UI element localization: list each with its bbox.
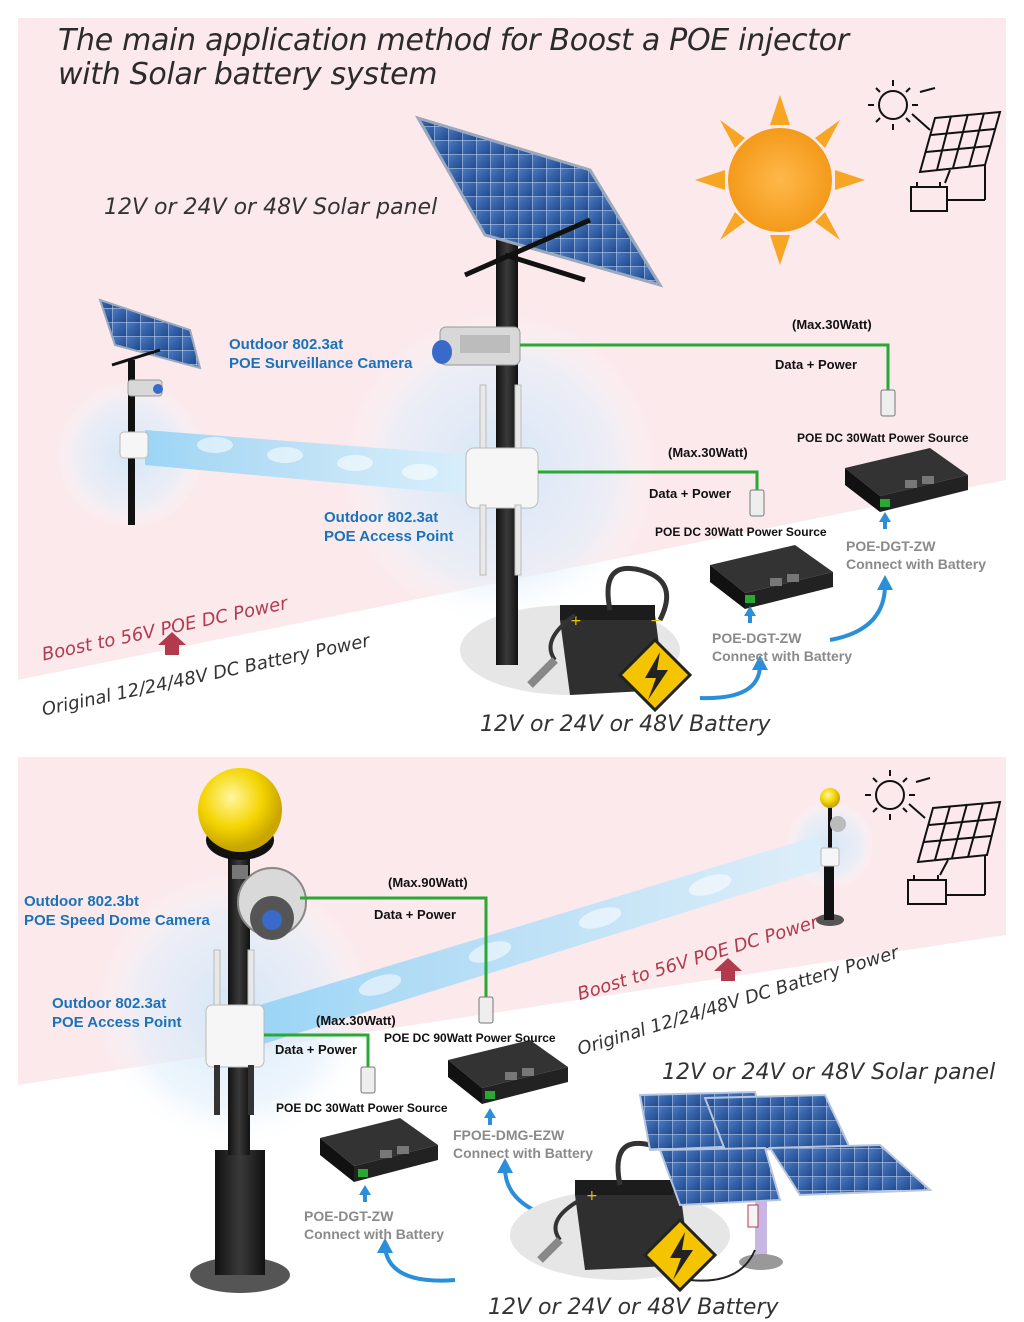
solar-panel-label-bottom: 12V or 24V or 48V Solar panel [662, 1060, 996, 1085]
dome-data-power: Data + Power [374, 907, 457, 922]
source-90w-label: POE DC 90Watt Power Source [384, 1031, 556, 1045]
source-right-label: POE DC 30Watt Power Source [797, 431, 969, 445]
model-right: POE-DGT-ZW Connect with Battery [846, 538, 987, 572]
speed-dome-camera [232, 865, 307, 940]
arrow-up-icon [744, 512, 891, 623]
ap-max-watt-bottom: (Max.30Watt) [316, 1013, 396, 1028]
model-mid: POE-DGT-ZW Connect with Battery [712, 630, 853, 664]
camera-data-power: Data + Power [775, 357, 858, 372]
svg-text:+: + [570, 613, 582, 629]
title-line-1: The main application method for Boost a … [58, 23, 849, 58]
dome-max-watt: (Max.90Watt) [388, 875, 468, 890]
access-point-bottom [205, 949, 265, 1115]
poe-injector-90w [448, 1040, 568, 1104]
battery-arrow-1 [699, 664, 762, 701]
poe-injector-30w-bottom [320, 1118, 438, 1182]
page-title: The main application method for Boost a … [58, 24, 849, 92]
camera-max-watt: (Max.30Watt) [792, 317, 872, 332]
lightning-warning-icon-bottom [642, 1217, 718, 1293]
wireless-beam-bottom [260, 835, 820, 1045]
solar-panel-icon [414, 115, 664, 288]
solar-array-bottom [638, 1090, 933, 1270]
svg-text:+: + [586, 1188, 598, 1204]
camera-link [520, 343, 890, 392]
ap-max-watt: (Max.30Watt) [668, 445, 748, 460]
ap-label-bottom: Outdoor 802.3at POE Access Point [52, 995, 182, 1031]
surveillance-camera [432, 326, 521, 366]
poe-injector-mid [710, 545, 833, 609]
title-line-2: with Solar battery system [58, 57, 438, 92]
battery-arrow-2 [829, 584, 887, 642]
battery-label: 12V or 24V or 48V Battery [480, 712, 771, 737]
access-point [465, 384, 539, 576]
camera-label: Outdoor 802.3at POE Surveillance Camera [229, 336, 413, 372]
sun-icon [695, 95, 865, 265]
model-30w: POE-DGT-ZW Connect with Battery [304, 1208, 445, 1242]
dome-camera-label: Outdoor 802.3bt POE Speed Dome Camera [24, 893, 210, 929]
solar-charging-icon [868, 80, 1002, 212]
remote-pole [98, 298, 202, 525]
ap-link [538, 470, 759, 492]
svg-text:−: − [650, 613, 662, 629]
lamp-bulb [198, 768, 282, 852]
lightning-warning-icon [617, 637, 693, 713]
solar-charging-icon-bottom [865, 770, 1002, 905]
battery-label-bottom: 12V or 24V or 48V Battery [488, 1295, 779, 1320]
source-30w-label: POE DC 30Watt Power Source [276, 1101, 448, 1115]
ap-data-power: Data + Power [649, 486, 732, 501]
model-90w: FPOE-DMG-EZW Connect with Battery [453, 1127, 594, 1161]
solar-panel-label: 12V or 24V or 48V Solar panel [104, 195, 438, 220]
ap-label: Outdoor 802.3at POE Access Point [324, 509, 454, 545]
source-mid-label: POE DC 30Watt Power Source [655, 525, 827, 539]
arrow-up-icon [158, 632, 186, 655]
ethernet-plug-icon [749, 389, 896, 517]
ap-data-power-bottom: Data + Power [275, 1042, 358, 1057]
poe-injector-right [845, 448, 968, 512]
remote-lamp-pole [816, 788, 846, 926]
